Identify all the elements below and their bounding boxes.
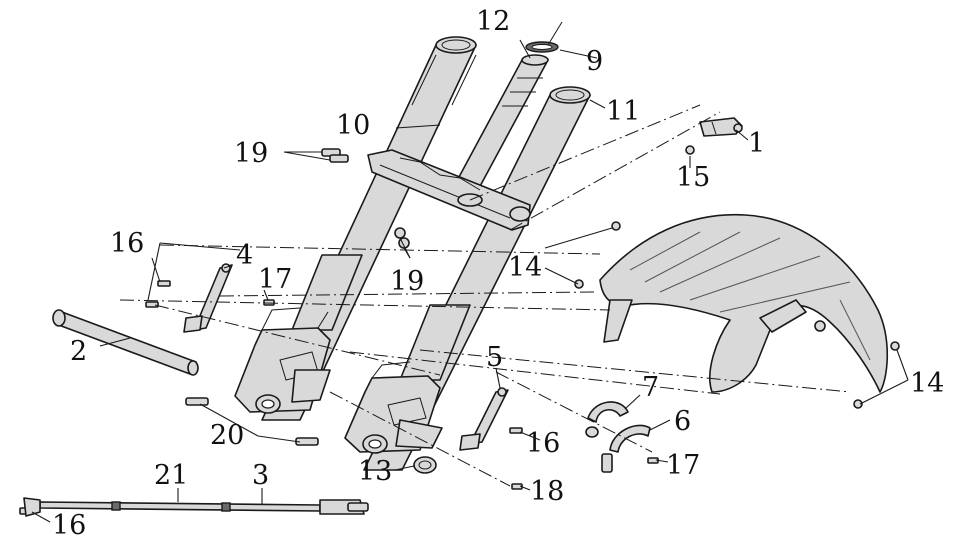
callout-10: 10 bbox=[336, 110, 370, 141]
callout-3: 3 bbox=[252, 460, 269, 491]
callout-7: 7 bbox=[642, 372, 659, 403]
bolts-19-upper bbox=[321, 148, 349, 163]
callout-14b: 14 bbox=[910, 368, 944, 399]
callout-20: 20 bbox=[210, 420, 244, 451]
callout-19b: 19 bbox=[390, 266, 424, 297]
clamp-7 bbox=[585, 401, 629, 438]
callout-19a: 19 bbox=[234, 138, 268, 169]
clamp-6 bbox=[601, 424, 651, 473]
callout-11: 11 bbox=[606, 96, 640, 127]
fork-leg-left bbox=[234, 307, 331, 414]
callout-13: 13 bbox=[358, 456, 392, 487]
washer-15 bbox=[685, 145, 695, 155]
callout-17a: 17 bbox=[258, 264, 292, 295]
callout-4: 4 bbox=[236, 240, 253, 271]
callout-2: 2 bbox=[70, 336, 87, 367]
fork-tube-left bbox=[261, 36, 477, 421]
axle-2 bbox=[52, 309, 199, 376]
triple-clamp bbox=[367, 149, 531, 231]
callout-9: 9 bbox=[586, 46, 603, 77]
callout-17b: 17 bbox=[666, 450, 700, 481]
fork-leg-right bbox=[344, 361, 443, 454]
callout-15: 15 bbox=[676, 162, 710, 193]
callout-14a: 14 bbox=[508, 252, 542, 283]
callout-21: 21 bbox=[154, 460, 188, 491]
callout-16b: 16 bbox=[526, 428, 560, 459]
bracket-4 bbox=[183, 263, 233, 333]
callout-12: 12 bbox=[476, 6, 510, 37]
callout-18: 18 bbox=[530, 476, 564, 507]
ring-9 bbox=[525, 21, 563, 53]
callout-16a: 16 bbox=[110, 228, 144, 259]
bracket-1 bbox=[699, 117, 743, 137]
callout-6: 6 bbox=[674, 406, 691, 437]
callout-16c: 16 bbox=[52, 510, 86, 541]
fender-screws-14 bbox=[574, 221, 900, 409]
leader-lines bbox=[31, 39, 909, 523]
axle-nut-13 bbox=[413, 456, 437, 474]
speedometer-cable bbox=[23, 497, 369, 517]
callout-labels: 1 2 3 4 5 6 7 9 10 11 12 13 14 14 15 16 … bbox=[52, 6, 944, 541]
bolts-17 bbox=[263, 299, 659, 464]
callout-1: 1 bbox=[748, 128, 765, 159]
bolts-19-lower bbox=[394, 227, 410, 249]
bracket-5 bbox=[459, 387, 509, 451]
callout-5: 5 bbox=[486, 342, 503, 373]
alignment-lines bbox=[119, 104, 851, 487]
front-fender bbox=[599, 213, 889, 393]
